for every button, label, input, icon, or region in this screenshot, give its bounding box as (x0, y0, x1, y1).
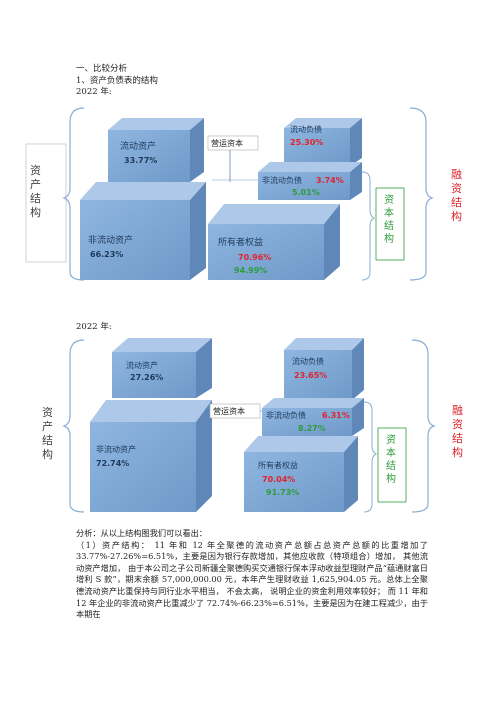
equity-pct-red-a: 70.96% (238, 253, 272, 262)
equity-pct-red-b: 70.04% (262, 475, 296, 484)
capital-structure-frame-a (375, 187, 405, 261)
capital-brace-b (363, 401, 378, 513)
capital-brace-a (361, 171, 376, 281)
working-capital-label-a: 营运资本 (211, 139, 243, 148)
noncurrent-assets-name-b: 非流动资产 (96, 445, 136, 454)
financing-brace-b (411, 339, 436, 513)
box-noncurrent-liab-a (258, 162, 362, 200)
noncurrent-assets-pct-b: 72.74% (96, 459, 130, 468)
year-label-b: 2022 年: (76, 322, 112, 332)
noncurrent-liab-pct-green-a: 5.01% (292, 188, 320, 197)
sub-heading: 1、资产负债表的结构 (76, 76, 158, 86)
working-capital-box-a (207, 135, 259, 151)
analysis-intro: 分析：从以上结构图我们可以看出： (76, 528, 208, 538)
box-current-assets-a (108, 118, 204, 182)
noncurrent-assets-pct-a: 66.23% (90, 250, 124, 259)
equity-pct-green-b: 91.73% (266, 488, 300, 497)
current-assets-pct-a: 33.77% (124, 156, 158, 165)
equity-name-b: 所有者权益 (258, 461, 298, 470)
asset-structure-label-b: 资产结构 (42, 406, 53, 461)
box-current-assets-b (112, 338, 212, 398)
current-liab-name-a: 流动负债 (290, 125, 322, 134)
noncurrent-assets-name-a: 非流动资产 (88, 236, 134, 246)
capital-structure-label-a: 资本结构 (384, 195, 394, 245)
asset-label-frame (25, 143, 67, 263)
financing-structure-label-a: 融资结构 (451, 168, 462, 223)
capital-structure-label-b: 资本结构 (386, 435, 396, 485)
noncurrent-liab-pct-red-b: 6.31% (322, 411, 350, 420)
current-assets-name-a: 流动资产 (120, 142, 157, 152)
noncurrent-liab-pct-green-b: 8.27% (298, 424, 326, 433)
asset-brace-b (62, 339, 85, 513)
noncurrent-liab-name-a: 非流动负债 (262, 176, 302, 185)
box-equity-a (208, 204, 340, 280)
year-label-a: 2022 年: (76, 87, 112, 97)
current-liab-pct-a: 25.30% (290, 138, 324, 147)
current-liab-name-b: 流动负债 (292, 357, 324, 366)
box-equity-b (244, 436, 358, 512)
noncurrent-liab-name-b: 非流动负债 (266, 411, 306, 420)
structure-diagram-a (25, 107, 434, 281)
equity-pct-green-a: 94.99% (234, 266, 268, 275)
noncurrent-liab-pct-red-a: 3.74% (316, 176, 344, 185)
analysis-body: （1）资产结构： 11 年和 12 年全聚德的流动资产总额占总资产总额的比重增加… (76, 539, 428, 620)
box-noncurrent-assets-a (80, 182, 206, 280)
asset-structure-label-a: 资产结构 (30, 164, 41, 219)
financing-brace (409, 107, 434, 281)
equity-name-a: 所有者权益 (218, 238, 264, 248)
section-heading: 一、比较分析 (76, 64, 128, 74)
current-assets-pct-b: 27.26% (130, 373, 164, 382)
box-noncurrent-liab-b (262, 398, 364, 436)
capital-structure-frame-b (377, 427, 407, 503)
current-liab-pct-b: 23.65% (294, 371, 328, 380)
box-noncurrent-assets-b (90, 400, 212, 512)
financing-structure-label-b: 融资结构 (452, 404, 463, 459)
working-capital-label-b: 营运资本 (213, 407, 245, 416)
analysis-block: 分析：从以上结构图我们可以看出： （1）资产结构： 11 年和 12 年全聚德的… (76, 528, 428, 621)
structure-diagram-b (62, 338, 436, 513)
asset-brace (62, 107, 85, 281)
box-current-liab-b (284, 338, 364, 400)
current-assets-name-b: 流动资产 (126, 361, 158, 370)
box-current-liab-a (284, 118, 362, 166)
